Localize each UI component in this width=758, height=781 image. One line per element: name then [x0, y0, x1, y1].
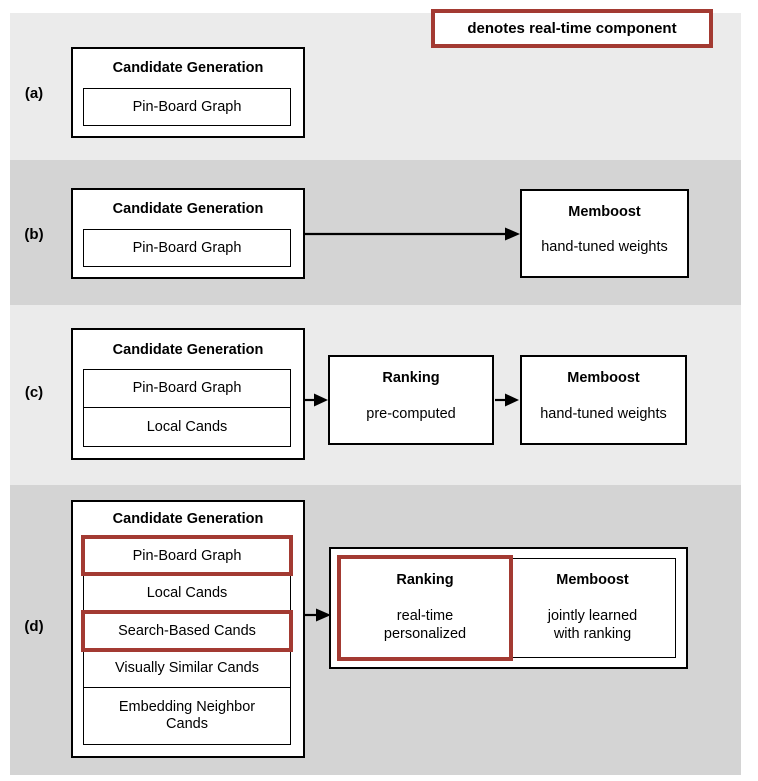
legend-realtime-box: denotes real-time component [431, 9, 713, 48]
row-d-cg-title: Candidate Generation [112, 511, 264, 527]
row-c-cg-item-0: Pin-Board Graph [84, 370, 290, 408]
row-b-memboost-title: Memboost [568, 204, 641, 220]
row-label-d: (d) [24, 618, 44, 635]
row-b-memboost-sub: hand-tuned weights [541, 239, 668, 255]
row-d-ranking-sub-line1: real-time [396, 608, 454, 624]
row-a-cg-title: Candidate Generation [112, 60, 264, 76]
row-d-arrow-cg-to-ranking [305, 607, 332, 623]
row-d-memboost-title: Memboost [556, 572, 629, 588]
row-c-memboost-box: Memboost hand-tuned weights [520, 355, 687, 445]
legend-label: denotes real-time component [467, 20, 677, 37]
row-a-cg-item-0: Pin-Board Graph [84, 89, 290, 125]
row-d-memboost-sub-line2: with ranking [553, 626, 632, 642]
row-c-cg-item-1: Local Cands [84, 408, 290, 446]
row-c-ranking-sub: pre-computed [366, 406, 456, 422]
row-c-cg-list: Pin-Board Graph Local Cands [83, 369, 291, 447]
row-d-cg-list: Pin-Board Graph Local Cands Search-Based… [83, 537, 291, 745]
row-d-cg-item-1-label: Local Cands [146, 585, 228, 601]
row-label-a: (a) [24, 85, 44, 102]
row-b-arrow-cg-to-memboost [305, 226, 521, 242]
row-d-cg-item-4: Embedding Neighbor Cands [84, 688, 290, 743]
row-b-cg-item-0-label: Pin-Board Graph [132, 239, 242, 256]
row-c-cg-item-0-label: Pin-Board Graph [132, 380, 242, 396]
row-c-memboost-title: Memboost [567, 370, 640, 386]
row-b-cg-list: Pin-Board Graph [83, 229, 291, 267]
row-label-b: (b) [24, 226, 44, 243]
row-a-cg-list: Pin-Board Graph [83, 88, 291, 126]
row-b-memboost-box: Memboost hand-tuned weights [520, 189, 689, 278]
row-d-memboost-sub-line1: jointly learned [547, 608, 638, 624]
row-b-cg-item-0: Pin-Board Graph [84, 230, 290, 266]
row-c-cg-title: Candidate Generation [112, 342, 264, 358]
row-d-cg-item-1: Local Cands [84, 575, 290, 613]
row-d-ranking-box: Ranking real-time personalized [340, 558, 510, 658]
row-d-cg-item-2: Search-Based Cands [84, 613, 290, 650]
row-d-cg-item-0-label: Pin-Board Graph [132, 547, 242, 564]
row-d-ranking-title: Ranking [396, 572, 454, 588]
row-c-ranking-title: Ranking [382, 370, 440, 386]
row-d-cg-item-0: Pin-Board Graph [84, 538, 290, 575]
row-c-cg-item-1-label: Local Cands [146, 418, 228, 435]
row-c-memboost-sub: hand-tuned weights [540, 406, 667, 422]
row-a-cg-item-0-label: Pin-Board Graph [132, 98, 242, 115]
row-d-cg-item-2-label: Search-Based Cands [118, 622, 256, 639]
row-c-arrow-ranking-to-memboost [495, 392, 520, 408]
row-c-ranking-box: Ranking pre-computed [328, 355, 494, 445]
row-b-cg-title: Candidate Generation [112, 201, 264, 217]
row-label-c: (c) [24, 384, 44, 401]
row-d-ranking-sub-line2: personalized [383, 626, 467, 642]
row-d-memboost-box: Memboost jointly learned with ranking [509, 558, 676, 658]
row-d-cg-item-4-label: Embedding Neighbor Cands [118, 698, 256, 732]
row-d-cg-item-3-label: Visually Similar Cands [115, 660, 259, 676]
row-c-arrow-cg-to-ranking [305, 392, 329, 408]
row-d-cg-item-3: Visually Similar Cands [84, 650, 290, 688]
